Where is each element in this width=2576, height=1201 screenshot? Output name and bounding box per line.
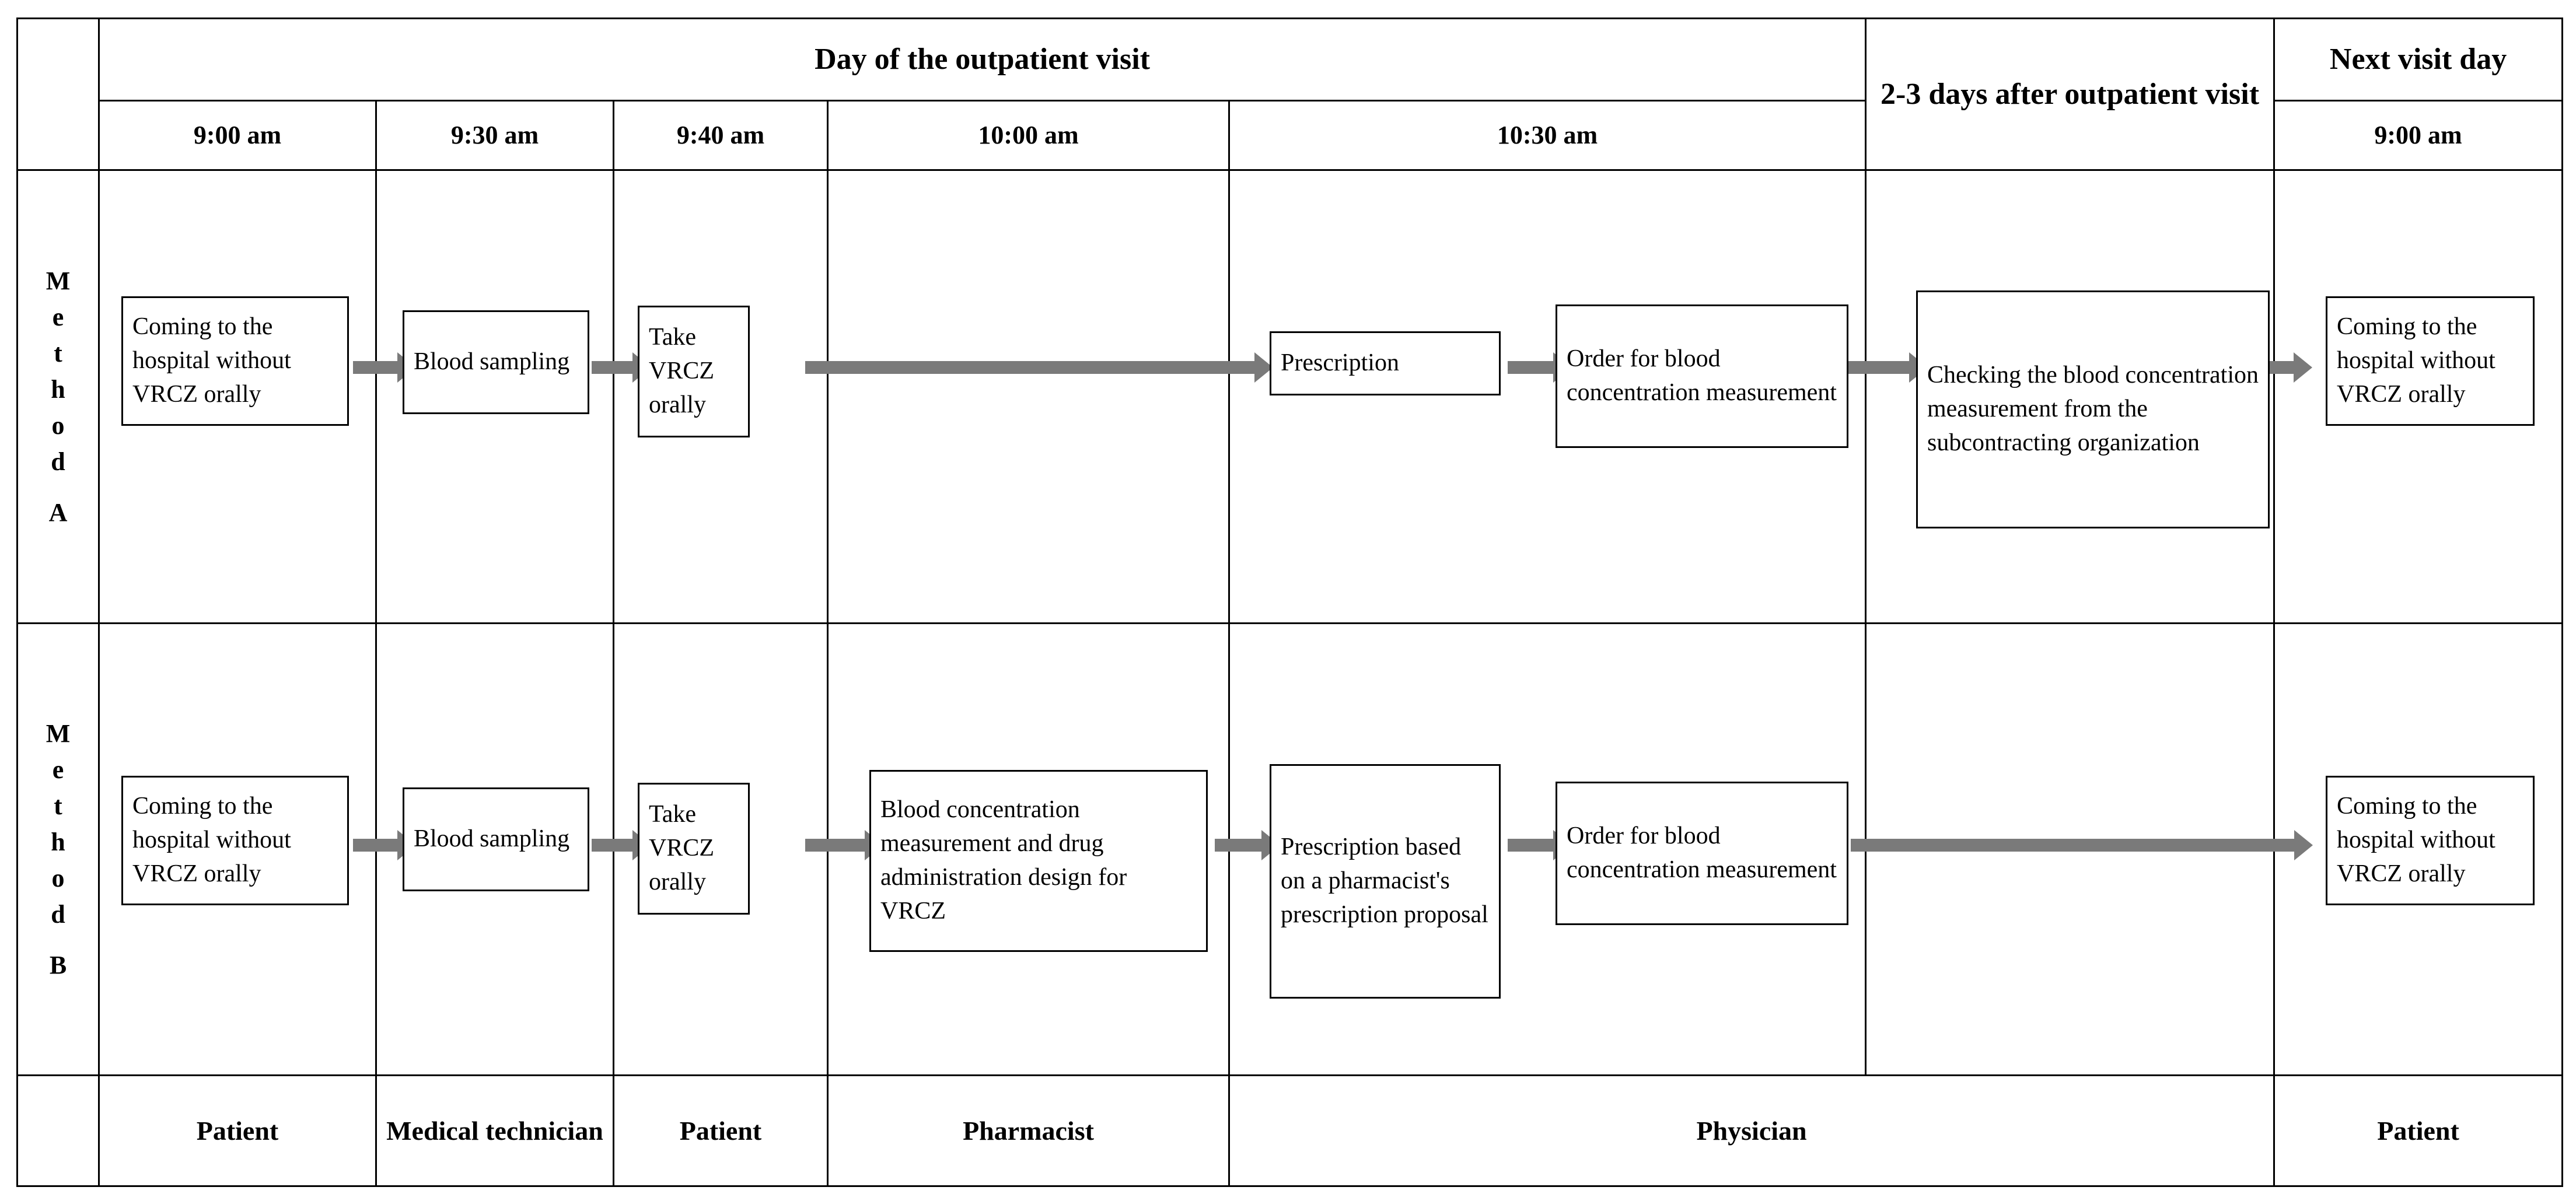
method-b-letter-4: o bbox=[51, 863, 65, 892]
step-node-b2-text: Blood sampling bbox=[414, 825, 570, 853]
arrow-a2-a3 bbox=[592, 361, 634, 374]
footer-role-medical-technician: Medical technician bbox=[375, 1074, 614, 1187]
method-b-letter-3: h bbox=[51, 827, 65, 856]
time-header-0940: 9:40 am bbox=[613, 100, 829, 171]
group-header-2-3-days: 2-3 days after outpatient visit bbox=[1865, 17, 2276, 171]
time-header-1000: 10:00 am bbox=[827, 100, 1230, 171]
footer-role-patient-2: Patient bbox=[613, 1074, 829, 1187]
time-header-next-0900: 9:00 am bbox=[2273, 100, 2564, 171]
method-a-letter-2: t bbox=[54, 338, 62, 367]
corner-cell bbox=[16, 17, 100, 171]
footer-role-physician: Physician bbox=[1228, 1074, 2276, 1187]
footer-corner-cell bbox=[16, 1074, 100, 1187]
footer-role-patient-1: Patient bbox=[98, 1074, 377, 1187]
arrow-b2-b3 bbox=[592, 839, 634, 852]
method-a-label: M e t h o d A bbox=[18, 171, 98, 622]
role-footer-row: Patient Medical technician Patient Pharm… bbox=[16, 1074, 2564, 1187]
step-node-b3-text: Take VRCZ orally bbox=[649, 801, 715, 895]
step-node-a7[interactable]: Coming to the hospital without VRCZ oral… bbox=[2326, 296, 2535, 426]
group-header-day-of-visit: Day of the outpatient visit bbox=[97, 17, 1867, 102]
arrow-b4-b5 bbox=[1215, 839, 1263, 852]
group-header-row: Day of the outpatient visit 2-3 days aft… bbox=[16, 17, 2564, 171]
arrow-a1-a2 bbox=[353, 361, 399, 374]
step-node-a7-text: Coming to the hospital without VRCZ oral… bbox=[2337, 313, 2495, 408]
step-node-a5[interactable]: Order for blood concentration measuremen… bbox=[1556, 304, 1848, 448]
step-node-a1[interactable]: Coming to the hospital without VRCZ oral… bbox=[121, 296, 349, 426]
arrow-b6-b7 bbox=[1851, 839, 2295, 852]
method-b-letter-6: B bbox=[49, 950, 67, 979]
schedule-table: Day of the outpatient visit 2-3 days aft… bbox=[16, 17, 2564, 1187]
step-node-b3[interactable]: Take VRCZ orally bbox=[638, 783, 750, 915]
step-node-b4-text: Blood concentration measurement and drug… bbox=[880, 796, 1127, 925]
step-node-a2[interactable]: Blood sampling bbox=[403, 310, 589, 414]
step-node-a3-text: Take VRCZ orally bbox=[649, 324, 715, 418]
time-header-row: 9:00 am 9:30 am 9:40 am 10:00 am 10:30 a… bbox=[18, 100, 2564, 171]
arrow-b5-b6 bbox=[1508, 839, 1554, 852]
step-node-b4[interactable]: Blood concentration measurement and drug… bbox=[869, 770, 1208, 952]
method-b-cell-next-visit bbox=[2273, 622, 2564, 1076]
step-node-b5[interactable]: Prescription based on a pharmacist's pre… bbox=[1270, 764, 1501, 999]
step-node-b1-text: Coming to the hospital without VRCZ oral… bbox=[132, 793, 291, 887]
method-b-letter-5: d bbox=[51, 899, 65, 929]
footer-role-patient-3: Patient bbox=[2273, 1074, 2564, 1187]
step-node-a5-text: Order for blood concentration measuremen… bbox=[1567, 345, 1837, 406]
arrow-a4-a5 bbox=[1508, 361, 1554, 374]
time-header-0930: 9:30 am bbox=[375, 100, 614, 171]
step-node-a2-text: Blood sampling bbox=[414, 348, 570, 376]
method-a-letter-0: M bbox=[46, 266, 71, 295]
method-b-letter-2: t bbox=[54, 791, 62, 820]
footer-role-pharmacist: Pharmacist bbox=[827, 1074, 1230, 1187]
step-node-b2[interactable]: Blood sampling bbox=[403, 787, 589, 891]
method-a-cell-1000 bbox=[827, 169, 1230, 624]
arrow-b1-b2 bbox=[353, 839, 399, 852]
method-a-letter-6: A bbox=[48, 498, 68, 527]
method-b-letter-1: e bbox=[52, 755, 64, 784]
method-a-label-cell: M e t h o d A bbox=[16, 169, 100, 624]
step-node-a1-text: Coming to the hospital without VRCZ oral… bbox=[132, 313, 291, 408]
step-node-a6-text: Checking the blood concentration measure… bbox=[1927, 362, 2259, 456]
step-node-a4-text: Prescription bbox=[1281, 349, 1399, 377]
arrow-b3-b4 bbox=[805, 839, 866, 852]
step-node-a6[interactable]: Checking the blood concentration measure… bbox=[1916, 290, 2270, 528]
method-a-letter-1: e bbox=[52, 302, 64, 331]
method-b-label-cell: M e t h o d B bbox=[16, 622, 100, 1076]
step-node-b7[interactable]: Coming to the hospital without VRCZ oral… bbox=[2326, 776, 2535, 905]
time-header-0900: 9:00 am bbox=[98, 100, 377, 171]
arrow-a3-a4 bbox=[805, 361, 1256, 374]
step-node-b6-text: Order for blood concentration measuremen… bbox=[1567, 822, 1837, 883]
method-b-letter-0: M bbox=[46, 719, 71, 748]
step-node-b5-text: Prescription based on a pharmacist's pre… bbox=[1281, 834, 1488, 928]
method-b-label: M e t h o d B bbox=[18, 624, 98, 1074]
group-header-next-visit-day: Next visit day bbox=[2273, 17, 2564, 102]
step-node-b1[interactable]: Coming to the hospital without VRCZ oral… bbox=[121, 776, 349, 905]
method-a-letter-5: d bbox=[51, 447, 65, 476]
method-a-letter-3: h bbox=[51, 374, 65, 404]
step-node-b7-text: Coming to the hospital without VRCZ oral… bbox=[2337, 793, 2495, 887]
step-node-a4[interactable]: Prescription bbox=[1270, 331, 1501, 395]
method-a-letter-4: o bbox=[51, 411, 65, 440]
step-node-b6[interactable]: Order for blood concentration measuremen… bbox=[1556, 782, 1848, 925]
time-header-1030: 10:30 am bbox=[1228, 100, 1867, 171]
step-node-a3[interactable]: Take VRCZ orally bbox=[638, 306, 750, 437]
